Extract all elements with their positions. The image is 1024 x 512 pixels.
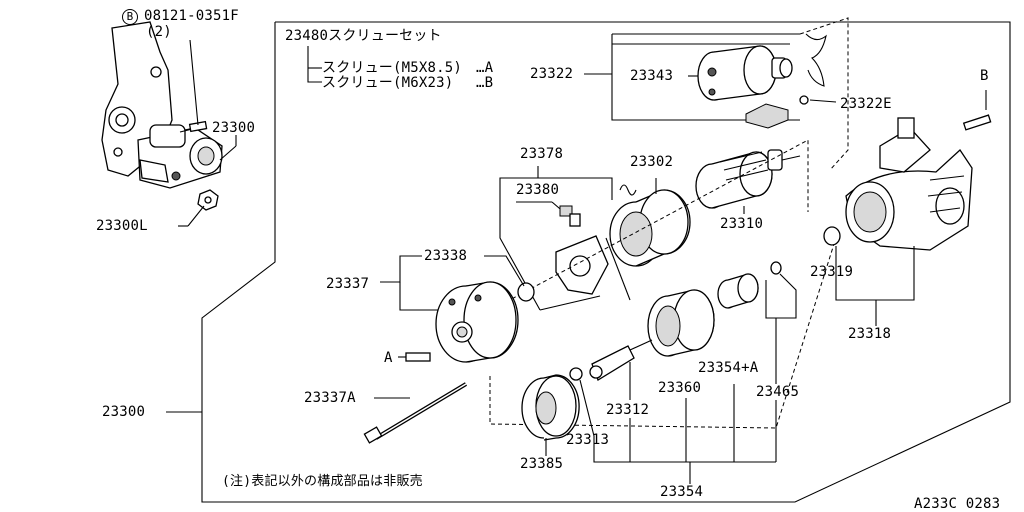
axis-lower [489,243,835,429]
front-bushing-part [823,226,841,246]
brush-label: 23380 [516,182,560,198]
screw-b-label: スクリュー(M6X23) [322,75,454,91]
screw-b-part [962,114,992,131]
cover-part [521,374,580,441]
internal-gear-part [647,289,715,357]
pinion-part [717,273,759,309]
clip-label: 23313 [566,432,610,448]
shaft-part [589,339,653,381]
drive-assy-label: 23354 [660,484,704,500]
armature-part [695,149,801,209]
internal-gear-label: 23360 [658,380,702,396]
washer-label: 23465 [756,384,800,400]
gear-case-part [845,117,973,251]
starter-main-label: 23300 [102,404,146,420]
screw-set-label: 23480スクリューセット [285,28,442,44]
solenoid-label: 23343 [630,68,674,84]
solenoid-part [697,45,793,101]
bolt-qty-label: (2) [146,24,172,40]
ref-a-label: A [384,350,393,366]
screw-b-ref-label: …B [476,75,494,91]
starter-label: 23300 [212,120,256,136]
contact-plate [745,103,789,129]
gear-case-label: 23318 [848,326,892,342]
leader-bolt [189,39,199,126]
figure-code-label: A233C 0283 [914,496,1001,512]
bolt-code-label: 08121-0351F [144,8,239,24]
drive-assy-bracket [593,436,776,463]
bolt-ref-circle-b: B [122,9,138,25]
rear-cover-label: 23337 [326,276,370,292]
brush-holder-label: 23378 [520,146,564,162]
washer-part [770,261,782,275]
screw-a-ref-label: …A [476,60,494,76]
yoke-part [609,184,691,267]
rear-cover-part [435,281,519,363]
spring-clip [805,33,827,87]
engine-mount-thumbnail [101,21,223,211]
screw-set-bracket [307,46,322,83]
nut-label: 23300L [96,218,148,234]
clip-part [569,367,583,381]
brush-holder-part [555,205,609,295]
ref-b-label: B [980,68,989,84]
through-bolt-part [363,382,468,444]
main-frame [201,21,1011,503]
switch-e-label: 23322E [840,96,892,112]
bushing-label: 23338 [424,248,468,264]
yoke-label: 23302 [630,154,674,170]
pinion-label: 23354+A [698,360,759,376]
bushing-part [517,282,535,302]
through-bolt-label: 23337A [304,390,356,406]
shaft-label: 23312 [606,402,650,418]
cover-label: 23385 [520,456,564,472]
axis-upper [505,139,809,303]
armature-label: 23310 [720,216,764,232]
note-label: (注)表記以外の構成部品は非販売 [222,474,423,489]
switch-dash [799,17,849,171]
screw-a-label: スクリュー(M5X8.5) [322,60,463,76]
front-bushing-label: 23319 [810,264,854,280]
switch-bracket [611,34,800,121]
screw-a-part [405,352,431,362]
brush-holder-bracket [499,166,541,311]
switch-assy-label: 23322 [530,66,574,82]
